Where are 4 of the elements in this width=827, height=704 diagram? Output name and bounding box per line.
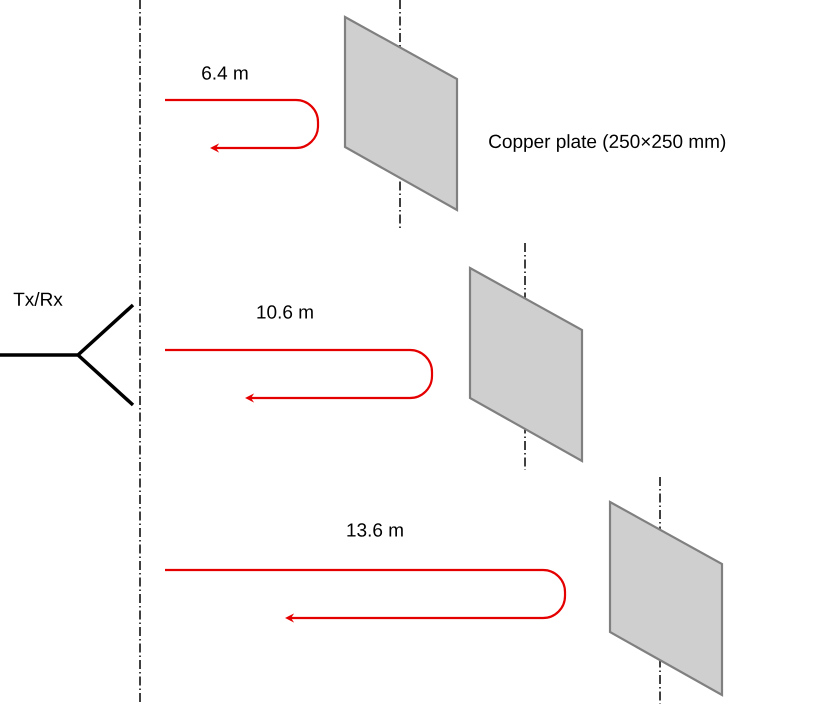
distance-label: 10.6 m xyxy=(257,305,313,319)
distance-label: 6.4 m xyxy=(202,66,248,80)
distance-label: 13.6 m xyxy=(347,523,403,537)
plate-caption: Copper plate (250×250 mm) xyxy=(489,134,726,152)
